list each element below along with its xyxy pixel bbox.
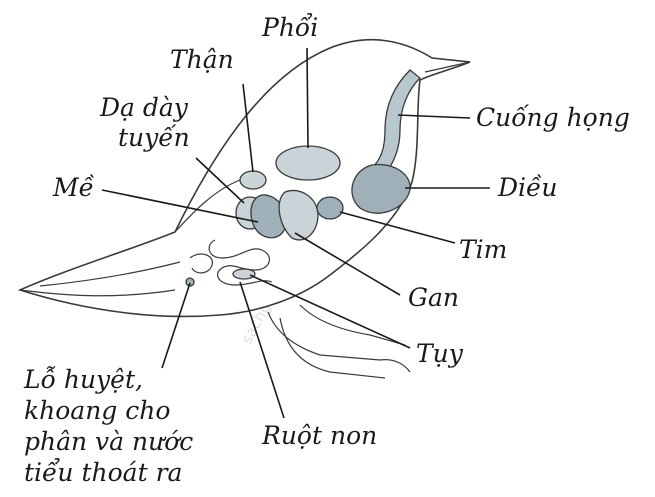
pancreas xyxy=(232,268,256,280)
leader-lo-huyet xyxy=(161,282,191,369)
label-lo-huyet-line4: tiểu thoát ra xyxy=(24,458,182,487)
leader-da-day-tuyen xyxy=(195,157,245,204)
crop xyxy=(351,163,411,214)
heart xyxy=(316,196,344,220)
label-dieu: Diều xyxy=(497,173,558,202)
leader-tim xyxy=(339,211,456,244)
leader-gan xyxy=(294,232,401,296)
label-gan: Gan xyxy=(408,283,459,312)
label-cuong-hong: Cuống họng xyxy=(476,103,630,132)
label-tuy: Tụy xyxy=(416,339,464,368)
leader-ruot-non xyxy=(239,281,285,419)
label-ruot-non: Ruột non xyxy=(261,421,377,450)
lungs xyxy=(275,145,341,181)
leader-tuy xyxy=(249,274,411,349)
cloaca xyxy=(185,277,195,287)
tail-feathers xyxy=(19,261,181,297)
leader-cuong-hong xyxy=(397,114,471,119)
beak xyxy=(424,57,471,73)
intestine-loop xyxy=(189,253,213,274)
leader-than xyxy=(242,83,254,173)
leader-me xyxy=(101,189,259,223)
wing-outline xyxy=(174,179,241,233)
label-me: Mề xyxy=(52,173,95,202)
label-lo-huyet-line1: Lỗ huyệt, xyxy=(23,365,143,394)
label-lo-huyet-line3: phân và nước xyxy=(24,427,193,456)
liver xyxy=(278,189,319,241)
label-than: Thận xyxy=(170,45,234,74)
label-da-day-tuyen-line1: Dạ dày xyxy=(99,93,189,122)
small-intestine xyxy=(208,239,273,286)
label-tim: Tim xyxy=(459,235,507,264)
legs xyxy=(267,304,411,379)
leader-phoi xyxy=(306,47,309,149)
label-da-day-tuyen-line2: tuyến xyxy=(118,123,190,152)
kidney xyxy=(239,170,267,190)
label-lo-huyet-line2: khoang cho xyxy=(24,396,170,425)
label-phoi: Phổi xyxy=(261,13,318,42)
